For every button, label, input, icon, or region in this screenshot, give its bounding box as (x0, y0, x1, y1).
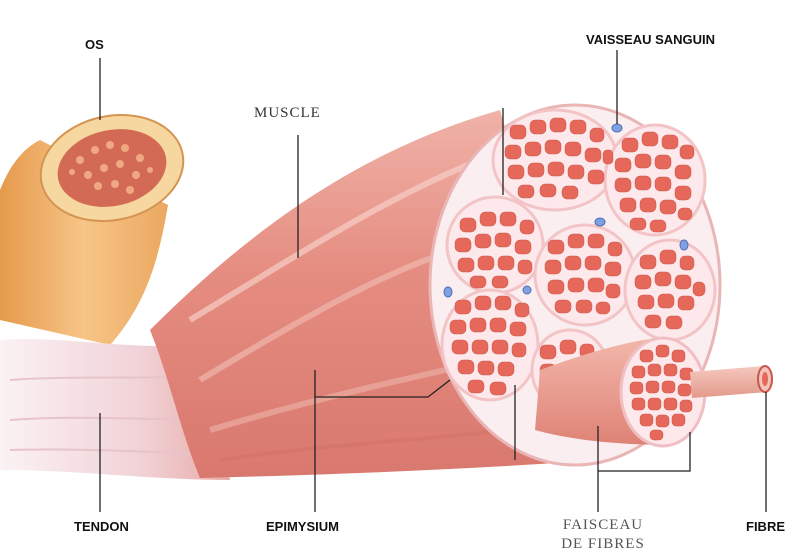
bone (0, 102, 193, 345)
label-os: OS (85, 38, 104, 51)
label-faisceau-line2: DE FIBRES (561, 536, 645, 552)
label-faisceau-de-fibres: FAISCEAU DE FIBRES (560, 516, 646, 554)
label-fibre: FIBRE (746, 520, 785, 533)
label-epimysium: EPIMYSIUM (266, 520, 339, 533)
label-tendon: TENDON (74, 520, 129, 533)
label-faisceau-line1: FAISCEAU (563, 517, 643, 533)
label-vaisseau-sanguin: VAISSEAU SANGUIN (586, 33, 715, 46)
label-muscle: MUSCLE (254, 106, 321, 121)
